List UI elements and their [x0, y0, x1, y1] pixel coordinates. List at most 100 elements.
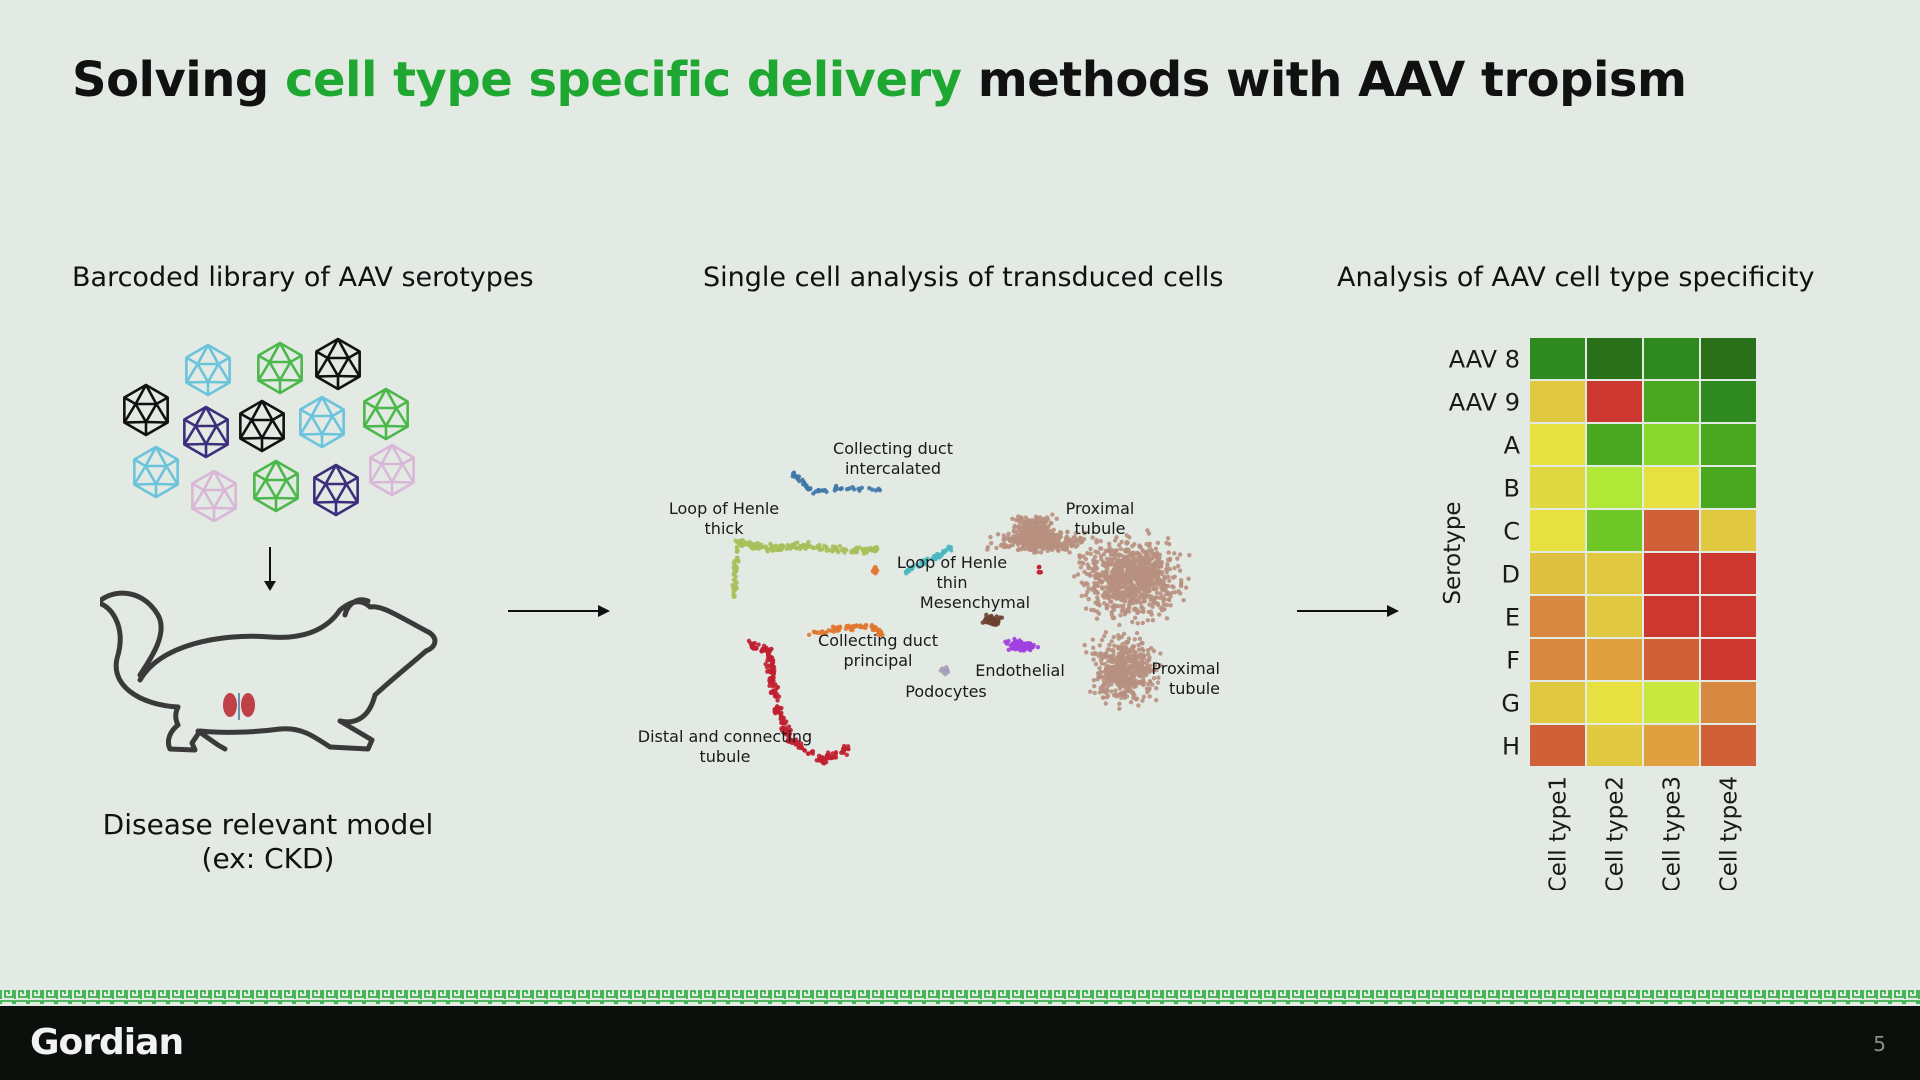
- heatmap-cell: [1587, 381, 1642, 422]
- heatmap-cell: [1644, 639, 1699, 680]
- company-logo: Gordian: [30, 1022, 184, 1063]
- model-label-line1: Disease relevant model: [102, 808, 434, 841]
- icosahedron-icon: [257, 341, 303, 395]
- loop-of-henle-thick-cluster: [870, 565, 880, 576]
- heatmap-cell: [1701, 725, 1756, 766]
- heatmap-cell: [1701, 682, 1756, 723]
- row-label: A: [1504, 432, 1521, 460]
- arrow-right-icon: [508, 605, 610, 617]
- heatmap-cell: [1587, 639, 1642, 680]
- icosahedron-icon: [239, 399, 285, 453]
- endothelial-cluster: [1003, 636, 1041, 653]
- heatmap-cell: [1701, 467, 1756, 508]
- heatmap-cell: [1587, 596, 1642, 637]
- row-label: B: [1504, 475, 1520, 503]
- heatmap-cell: [1587, 338, 1642, 379]
- icosahedron-icon: [313, 463, 359, 517]
- middle-panel-label: Single cell analysis of transduced cells: [703, 262, 1224, 293]
- heatmap-cell: [1644, 510, 1699, 551]
- aav-capsid-library: [123, 337, 415, 523]
- heatmap-cell: [1530, 682, 1585, 723]
- loop-of-henle-thin-cluster: [903, 544, 954, 576]
- heatmap-cell: [1644, 424, 1699, 465]
- collecting-duct-principal-cluster: [806, 622, 885, 638]
- arrow-down-icon: [264, 547, 276, 591]
- proximal-tubule-cluster: [1071, 528, 1192, 628]
- right-panel-label: Analysis of AAV cell type specificity: [1337, 262, 1815, 293]
- heatmap-cell: [1587, 467, 1642, 508]
- icosahedron-icon: [315, 337, 361, 391]
- title-part1: Solving: [72, 52, 285, 108]
- icosahedron-icon: [133, 445, 179, 499]
- distal-connecting-tubule-cluster: [1036, 564, 1044, 575]
- heatmap-cell: [1644, 725, 1699, 766]
- heatmap-cell: [1530, 381, 1585, 422]
- row-label: D: [1502, 561, 1520, 589]
- heatmap-cell: [1530, 510, 1585, 551]
- row-label: G: [1501, 690, 1520, 718]
- heatmap-cell: [1644, 682, 1699, 723]
- icosahedron-icon: [185, 343, 231, 397]
- footer-bar: Gordian 5: [0, 1006, 1920, 1080]
- heatmap-cell: [1701, 338, 1756, 379]
- loop-of-henle-thick-cluster: [733, 537, 880, 556]
- mesenchymal-cluster: [980, 612, 1005, 628]
- distal-connecting-tubule-cluster: [746, 638, 851, 766]
- heatmap-cell: [1530, 639, 1585, 680]
- cluster-label: Podocytes: [905, 682, 987, 701]
- page-number: 5: [1873, 1032, 1886, 1056]
- heatmap-cell: [1530, 424, 1585, 465]
- title-part2: methods with AAV tropism: [961, 52, 1687, 108]
- row-label: E: [1505, 604, 1520, 632]
- cluster-label: Endothelial: [975, 661, 1065, 680]
- heatmap-cell: [1701, 639, 1756, 680]
- cluster-label: Mesenchymal: [920, 593, 1030, 612]
- heatmap-cell: [1701, 596, 1756, 637]
- loop-of-henle-thick-cluster: [730, 545, 741, 600]
- heatmap-cell: [1530, 553, 1585, 594]
- heatmap-cell: [1587, 682, 1642, 723]
- row-label: C: [1503, 518, 1520, 546]
- row-label: AAV 8: [1449, 346, 1520, 374]
- heatmap-cell: [1701, 424, 1756, 465]
- mouse-icon: [100, 590, 438, 753]
- heatmap-cell: [1587, 725, 1642, 766]
- heatmap-cell: [1530, 596, 1585, 637]
- heatmap-cell: [1587, 424, 1642, 465]
- heatmap-cell: [1701, 381, 1756, 422]
- icosahedron-icon: [183, 405, 229, 459]
- icosahedron-icon: [363, 387, 409, 441]
- slide-title: Solving cell type specific delivery meth…: [72, 52, 1687, 108]
- row-label: AAV 9: [1449, 389, 1520, 417]
- icosahedron-icon: [299, 395, 345, 449]
- column-label: Cell type1: [1546, 776, 1572, 890]
- footer-pattern: [0, 986, 1920, 1008]
- heatmap-cell: [1530, 725, 1585, 766]
- heatmap-cell: [1644, 596, 1699, 637]
- icosahedron-icon: [123, 383, 169, 437]
- kidney-icon: [223, 693, 255, 720]
- heatmap-cell: [1701, 510, 1756, 551]
- heatmap-cell: [1587, 510, 1642, 551]
- heatmap-cell: [1587, 553, 1642, 594]
- icosahedron-icon: [369, 443, 415, 497]
- heatmap-cell: [1644, 338, 1699, 379]
- proximal-tubule-cluster: [1082, 630, 1163, 711]
- column-label: Cell type4: [1717, 776, 1743, 890]
- title-highlight: cell type specific delivery: [284, 52, 962, 108]
- row-label: F: [1506, 647, 1520, 675]
- model-label-line2: (ex: CKD): [201, 842, 335, 875]
- arrow-right-icon: [1297, 605, 1399, 617]
- column-label: Cell type2: [1603, 776, 1629, 890]
- podocytes-cluster: [938, 665, 951, 677]
- icosahedron-icon: [253, 459, 299, 513]
- heatmap-ylabel: Serotype: [1440, 501, 1466, 604]
- heatmap-cell: [1644, 467, 1699, 508]
